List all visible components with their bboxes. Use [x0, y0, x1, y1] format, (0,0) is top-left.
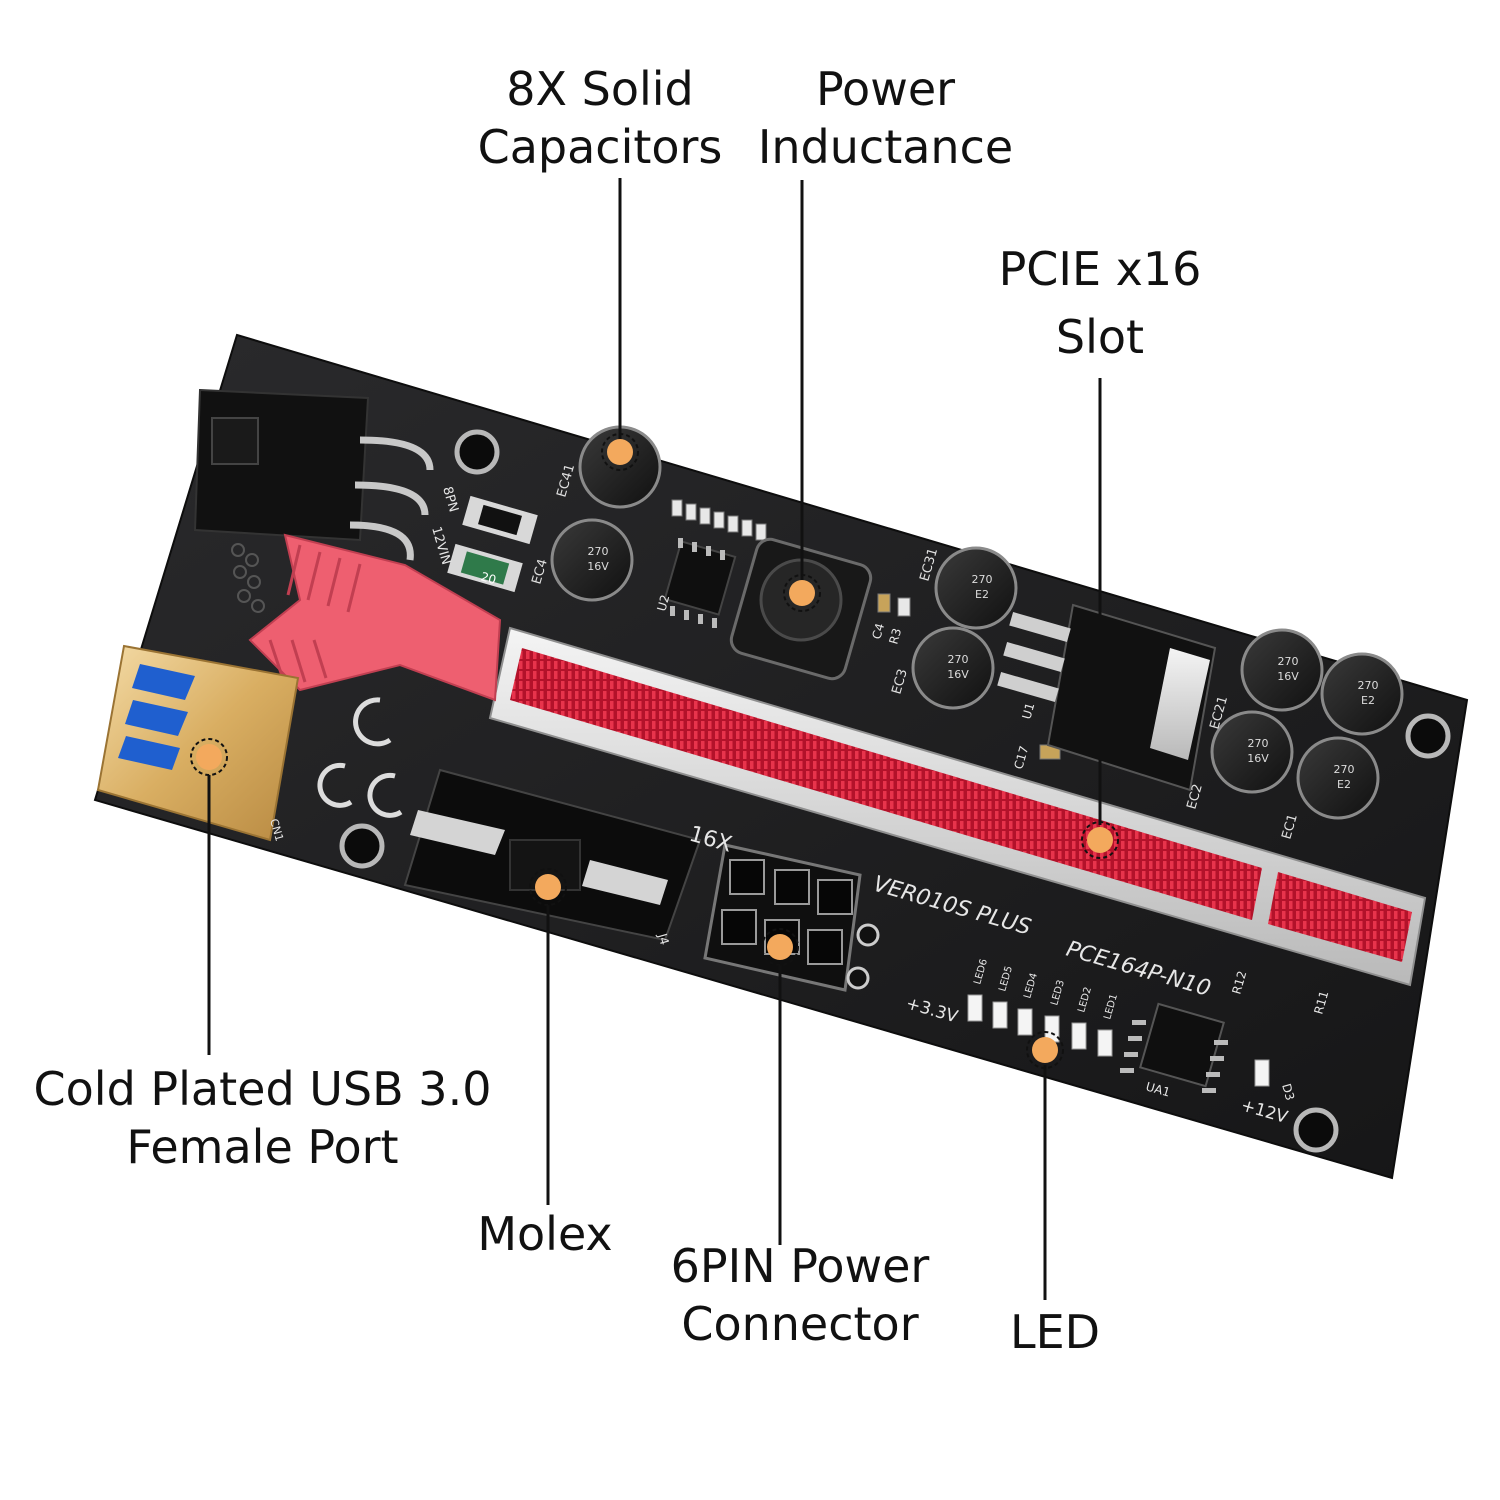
inductance-callout: Power Inductance	[748, 60, 1023, 176]
certification-marks	[317, 697, 403, 818]
pcie-marker	[1081, 821, 1119, 859]
u1-label: U1	[1019, 701, 1037, 721]
usb-marker	[190, 738, 228, 776]
callout-markers	[190, 433, 1119, 1069]
cap-rating-label: 270	[948, 653, 969, 666]
cap-ref-label: EC1	[1279, 812, 1300, 841]
cn1-label: CN1	[267, 817, 286, 843]
fuse-label: 20	[479, 569, 498, 587]
cap-ref-label: EC4	[529, 557, 550, 586]
pin-label: 8PN	[439, 485, 461, 514]
slot-latch	[248, 533, 502, 702]
pcie-callout-line2: Slot	[1055, 310, 1145, 364]
d3-label: D3	[1279, 1082, 1297, 1102]
sixpin-callout-line2: Connector	[681, 1297, 919, 1351]
molex-marker	[529, 868, 567, 906]
j4-label: J4	[655, 931, 672, 947]
usb-callout-line2: Female Port	[126, 1120, 399, 1174]
cap-ref-label: EC2	[1184, 782, 1205, 811]
sixpin-callout: 6PIN Power Connector	[650, 1237, 950, 1353]
pcie-callout-line1: PCIE x16	[998, 242, 1202, 296]
c4-label: C4	[869, 622, 887, 641]
inductance-callout-line2: Inductance	[757, 120, 1014, 174]
ic-ua1	[1120, 1002, 1228, 1093]
sixpin-callout-line1: 6PIN Power	[670, 1239, 930, 1293]
ic-u2	[663, 538, 737, 628]
led-callout-line1: LED	[1009, 1305, 1101, 1359]
usb-callout: Cold Plated USB 3.0 Female Port	[15, 1060, 510, 1176]
cap-voltage-label: 16V	[1247, 752, 1269, 765]
ic-label: UA1	[1144, 1079, 1172, 1099]
cap-rating-label: 270	[588, 545, 609, 558]
u2-label: U2	[654, 593, 672, 613]
cap-voltage-label: 16V	[587, 560, 609, 573]
c17-label: C17	[1011, 744, 1031, 771]
fuse-area	[447, 495, 538, 593]
usb-callout-line1: Cold Plated USB 3.0	[33, 1062, 492, 1116]
voltage-regulator	[997, 603, 1217, 792]
cap-ref-label: EC3	[889, 667, 910, 696]
molex-connector	[403, 768, 702, 942]
molex-callout-line1: Molex	[477, 1207, 613, 1261]
led-marker	[1026, 1031, 1064, 1069]
mounting-holes	[339, 429, 1451, 1153]
cap-voltage-label: 16V	[1277, 670, 1299, 683]
pin-header	[193, 388, 434, 613]
led-indicators	[967, 994, 1270, 1087]
capacitors-callout-line2: Capacitors	[477, 120, 723, 174]
cap-brand-label: E2	[1361, 694, 1375, 707]
r11-label: R11	[1311, 989, 1331, 1016]
pcie-x16-slot	[488, 626, 1427, 987]
inductance-marker	[783, 574, 821, 612]
capacitors-marker	[601, 433, 639, 471]
capacitors-callout-line1: 8X Solid	[506, 62, 694, 116]
cap-brand-label: E2	[975, 588, 989, 601]
sixpin-marker	[761, 928, 799, 966]
r3-label: R3	[886, 627, 904, 646]
six-pin-connector	[703, 843, 880, 992]
cap-voltage-label: 16V	[947, 668, 969, 681]
capacitors-callout: 8X Solid Capacitors	[465, 60, 735, 176]
inductance-callout-line1: Power	[815, 62, 956, 116]
callout-lines	[207, 178, 1102, 1300]
solid-capacitors: 270 16V 270 E2 270 16V 270 16V 270 E2 27…	[529, 425, 1404, 841]
cap-rating-label: 270	[1278, 655, 1299, 668]
led-callout: LED	[990, 1303, 1120, 1361]
molex-callout: Molex	[455, 1205, 635, 1263]
cap-rating-label: 270	[1358, 679, 1379, 692]
r12-label: R12	[1229, 969, 1249, 996]
smd-components	[671, 499, 1061, 760]
cap-rating-label: 270	[1334, 763, 1355, 776]
cap-brand-label: E2	[1337, 778, 1351, 791]
cap-rating-label: 270	[972, 573, 993, 586]
pcie-callout: PCIE x16 Slot	[980, 235, 1220, 371]
cap-rating-label: 270	[1248, 737, 1269, 750]
